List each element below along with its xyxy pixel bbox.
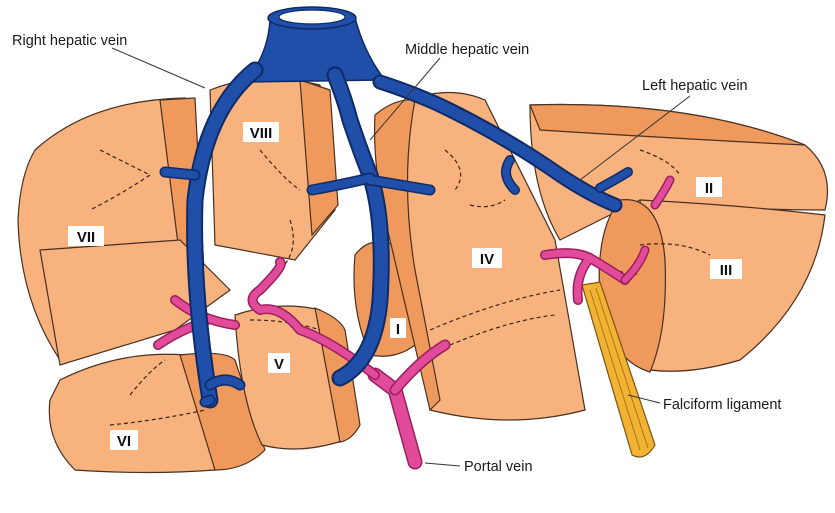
portal-vein-label: Portal vein: [464, 459, 533, 475]
segment-label-viii: VIII: [243, 122, 279, 142]
right-hepatic-vein-label: Right hepatic vein: [12, 33, 127, 49]
falciform-ligament-label: Falciform ligament: [663, 397, 781, 413]
svg-text:I: I: [396, 321, 400, 338]
segment-label-vi: VI: [110, 430, 138, 450]
svg-text:III: III: [720, 262, 733, 279]
middle-hepatic-vein-label: Middle hepatic vein: [405, 42, 529, 58]
segment-label-v: V: [268, 353, 290, 373]
svg-text:VIII: VIII: [250, 125, 273, 142]
svg-text:V: V: [274, 356, 284, 373]
segment-label-iv: IV: [472, 248, 502, 268]
svg-text:IV: IV: [480, 251, 494, 268]
svg-text:II: II: [705, 180, 713, 197]
left-hepatic-vein-label: Left hepatic vein: [642, 78, 748, 94]
ivc-lumen: [279, 10, 345, 24]
svg-text:VI: VI: [117, 433, 131, 450]
svg-text:VII: VII: [77, 229, 95, 246]
segment-label-i: I: [390, 318, 406, 338]
segment-label-ii: II: [696, 177, 722, 197]
segment-label-vii: VII: [68, 226, 104, 246]
segment-iii-lobe: [640, 200, 825, 371]
segment-label-iii: III: [710, 259, 742, 279]
